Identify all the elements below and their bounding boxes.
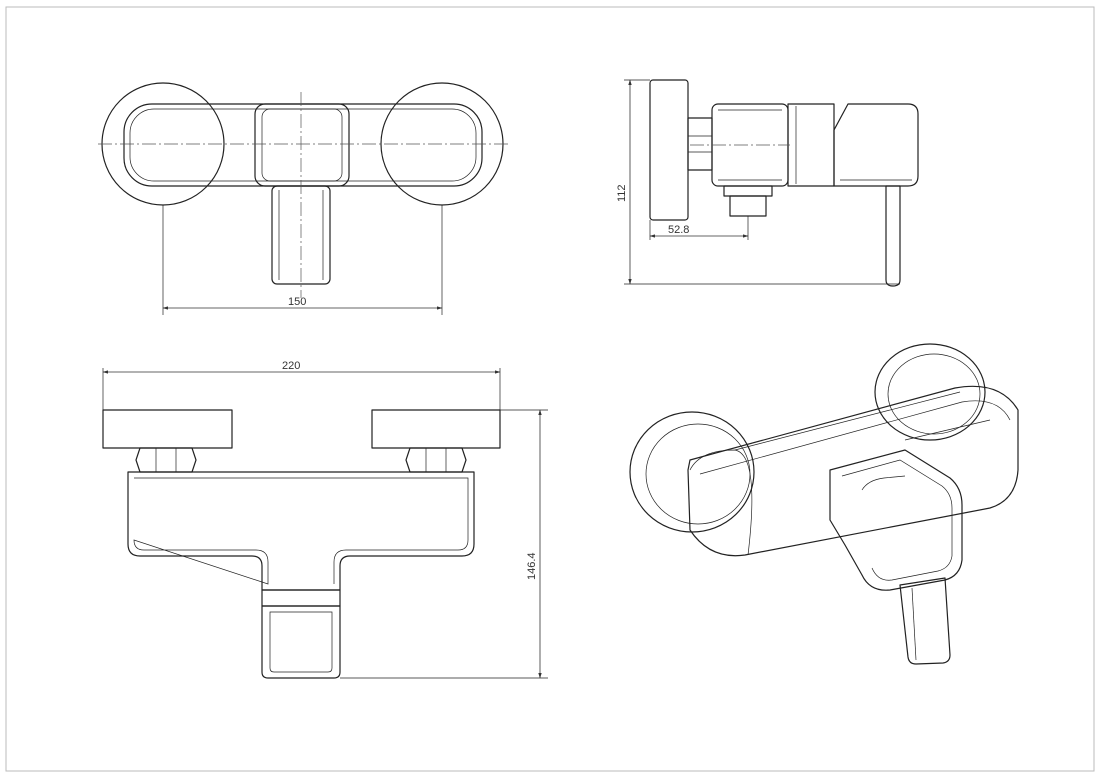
iso-lever-edge — [911, 587, 917, 661]
side-lever-handle — [885, 185, 901, 287]
side-cartridge-housing — [787, 103, 835, 187]
right-hex-nut-front — [405, 447, 467, 473]
iso-lever-handle — [899, 577, 951, 665]
side-outlet-pipe — [729, 195, 767, 217]
dimension-label-220: 220 — [282, 360, 300, 372]
side-lever-head — [833, 103, 919, 187]
side-view: 112 52.8 — [616, 79, 919, 287]
iso-cartridge-curve — [861, 475, 906, 491]
left-flange-front — [102, 409, 233, 449]
iso-front-flange — [629, 411, 755, 533]
dimension-label-150: 150 — [288, 296, 306, 308]
dimension-label-146-4: 146.4 — [526, 552, 538, 580]
front-view: 220 146.4 — [102, 360, 548, 679]
lever-handle-front — [261, 605, 341, 679]
sheet-border — [5, 6, 1095, 772]
side-hex-nut — [687, 117, 713, 171]
top-view: 150 — [98, 82, 508, 315]
mixer-body-top — [123, 103, 483, 187]
iso-body-end-face — [689, 449, 753, 556]
mixer-body-inner-edge — [129, 108, 477, 182]
iso-body-ridge — [734, 391, 961, 451]
iso-mixer-body — [687, 385, 1019, 557]
left-hex-nut-front — [135, 447, 197, 473]
cartridge-ring-front — [261, 589, 341, 607]
iso-cartridge-inner — [841, 459, 953, 581]
iso-cartridge-housing — [829, 449, 963, 591]
iso-body-step — [904, 419, 991, 441]
side-wall-flange — [649, 79, 689, 221]
cartridge-housing-inner — [261, 108, 343, 182]
dimension-label-52-8: 52.8 — [668, 224, 689, 236]
iso-back-flange — [874, 343, 986, 441]
side-outlet-nut — [723, 185, 773, 197]
cartridge-housing-top — [254, 103, 350, 187]
mixer-body-front — [127, 471, 475, 591]
lever-handle-front-inner — [269, 611, 333, 673]
right-flange-front — [371, 409, 501, 449]
isometric-view — [629, 343, 1019, 665]
mixer-body-front-inner — [133, 477, 469, 585]
iso-back-flange-inner — [887, 353, 981, 435]
iso-body-top-edge — [699, 400, 1011, 475]
iso-front-flange-inner — [645, 423, 751, 525]
dimension-label-112: 112 — [616, 184, 628, 202]
